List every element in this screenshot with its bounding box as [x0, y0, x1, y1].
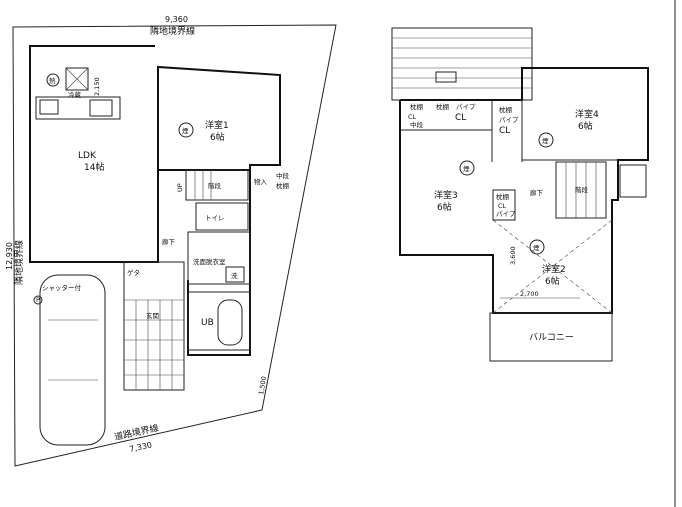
- road-dimension: 7,330: [129, 440, 153, 454]
- balcony: [489, 312, 613, 362]
- closet4-label: CL: [498, 202, 507, 210]
- closet2-label: CL: [455, 113, 466, 123]
- room1-name: 洋室1: [205, 119, 229, 131]
- fridge-label: 冷蔵: [68, 90, 82, 99]
- closet2-pipe: パイプ: [456, 103, 476, 111]
- floor-2-plan: 枕棚 CL 中段 枕棚 パイプ CL 枕棚 パイプ CL 枕棚 CL パイプ 洋…: [391, 0, 676, 507]
- right-dimension: 1,500: [257, 376, 268, 396]
- road-boundary-label: 道路境界線: [113, 422, 160, 443]
- ldk-size: 14帖: [84, 161, 104, 173]
- closet1-shelf: 枕棚: [410, 102, 424, 111]
- dim-horizontal: 2,700: [520, 290, 539, 298]
- top-dimension: 9,360: [165, 15, 188, 24]
- room4-size: 6帖: [578, 120, 593, 132]
- dim-vertical: 3,600: [509, 246, 517, 265]
- washroom-label: 洗面脱衣室: [193, 257, 226, 266]
- room3-smoke-mark: 煙: [463, 164, 470, 173]
- room3-name: 洋室3: [434, 189, 458, 201]
- washer-label: 洗: [231, 271, 238, 280]
- ldk-name: LDK: [78, 151, 97, 161]
- kitchen-dimension: 2,150: [93, 77, 101, 96]
- storage-shelf2-label: 枕棚: [276, 181, 290, 190]
- closet1-label: CL: [408, 113, 417, 121]
- entrance-label: 玄関: [146, 311, 159, 320]
- toilet-label: トイレ: [205, 214, 225, 222]
- lot-boundary: [12, 24, 337, 467]
- shoe-box-label: ゲタ: [127, 268, 140, 277]
- room1-smoke-mark: 煙: [182, 126, 189, 135]
- hall-label: 廊下: [162, 237, 176, 246]
- room2-size: 6帖: [545, 275, 560, 287]
- stairs-label: 階段: [208, 181, 222, 190]
- closet4-shelf: 枕棚: [496, 192, 510, 201]
- room1-size: 6帖: [210, 131, 225, 143]
- closet3-pipe: パイプ: [499, 116, 519, 124]
- closet3-shelf: 枕棚: [499, 105, 513, 114]
- room2-name: 洋室2: [542, 263, 566, 275]
- room4-name: 洋室4: [575, 108, 599, 120]
- hall-label: 廊下: [530, 188, 544, 197]
- exterior-wall: [29, 45, 281, 356]
- up-label: UP: [176, 183, 184, 192]
- room2-smoke-mark: 煙: [533, 243, 540, 252]
- top-boundary-label: 隣地境界線: [150, 25, 195, 37]
- balcony-label: バルコニー: [529, 332, 574, 343]
- closet3-label: CL: [499, 126, 510, 136]
- room3-size: 6帖: [437, 201, 452, 213]
- closet1-sub: 中段: [410, 120, 424, 129]
- storage-label: 物入: [254, 177, 268, 186]
- stairs-label: 階段: [575, 185, 589, 194]
- floor2-exterior-wall: [399, 67, 649, 314]
- water-heater-mark: 熱: [49, 76, 56, 85]
- car-outline: [39, 274, 106, 446]
- left-dimension: 12,930: [5, 242, 14, 270]
- closet4-pipe: パイプ: [496, 210, 516, 218]
- room4-smoke-mark: 煙: [542, 136, 549, 145]
- bath-label: UB: [201, 318, 214, 328]
- left-boundary-label: 隣地境界線: [13, 240, 25, 285]
- closet2-shelf: 枕棚: [436, 102, 450, 111]
- floor-1-plan: 9,360 隣地境界線 12,930 隣地境界線 熱 冷蔵 2,150 LDK …: [5, 15, 337, 467]
- shutter-label: シャッター付: [42, 283, 82, 292]
- post-mark: P: [36, 296, 40, 304]
- storage-shelf-label: 中段: [276, 171, 290, 180]
